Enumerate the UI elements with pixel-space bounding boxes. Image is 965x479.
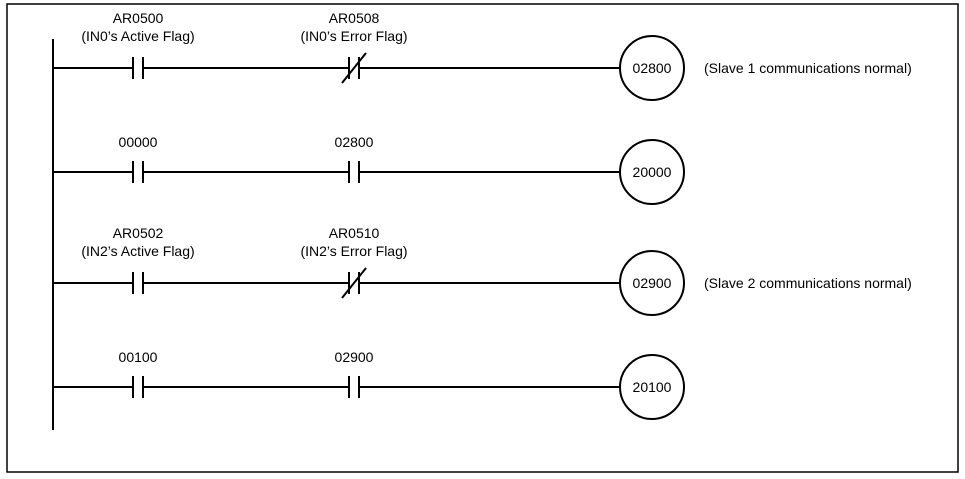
rungs-layer: AR0500 (IN0’s Active Flag) AR0508 (IN0’s Er…	[53, 10, 912, 420]
contact-address: 02800	[335, 134, 374, 150]
output-coil: 02800 (Slave 1 communications normal)	[619, 35, 912, 101]
no-contact: 02800	[335, 134, 374, 183]
contact-comment: (IN0’s Active Flag)	[81, 28, 194, 44]
coil-comment: (Slave 1 communications normal)	[704, 60, 912, 76]
coil-circle	[619, 354, 685, 420]
coil-address: 02900	[633, 275, 672, 291]
contact-address: AR0502	[113, 225, 164, 241]
nc-contact: AR0510 (IN2’s Error Flag)	[300, 225, 408, 299]
coil-comment: (Slave 2 communications normal)	[704, 275, 912, 291]
contact-comment: (IN2’s Active Flag)	[81, 243, 194, 259]
no-contact: AR0500 (IN0’s Active Flag)	[81, 10, 195, 79]
rung-2: 00000 02800 20000	[53, 134, 685, 205]
contact-slash	[341, 267, 367, 299]
no-contact: AR0502 (IN2’s Active Flag)	[81, 225, 195, 294]
contact-comment: (IN2’s Error Flag)	[300, 243, 407, 259]
rung-1: AR0500 (IN0’s Active Flag) AR0508 (IN0’s Er…	[53, 10, 912, 101]
rung-3: AR0502 (IN2’s Active Flag) AR0510 (IN2’s Er…	[53, 225, 912, 316]
figure-frame	[6, 3, 959, 473]
coil-circle	[619, 35, 685, 101]
coil-circle	[619, 139, 685, 205]
contact-address: AR0508	[329, 10, 380, 26]
contact-slash	[341, 52, 367, 84]
no-contact: 02900	[335, 349, 374, 398]
contact-address: 00000	[119, 134, 158, 150]
output-coil: 20100	[619, 354, 685, 420]
contact-address: AR0500	[113, 10, 164, 26]
no-contact: 00100	[119, 349, 158, 398]
contact-comment: (IN0’s Error Flag)	[300, 28, 407, 44]
coil-address: 02800	[633, 60, 672, 76]
nc-contact: AR0508 (IN0’s Error Flag)	[300, 10, 408, 84]
output-coil: 20000	[619, 139, 685, 205]
no-contact: 00000	[119, 134, 158, 183]
contact-address: AR0510	[329, 225, 380, 241]
coil-address: 20100	[633, 379, 672, 395]
coil-address: 20000	[633, 164, 672, 180]
rung-4: 00100 02900 20100	[53, 349, 685, 420]
coil-circle	[619, 250, 685, 316]
output-coil: 02900 (Slave 2 communications normal)	[619, 250, 912, 316]
contact-address: 02900	[335, 349, 374, 365]
contact-address: 00100	[119, 349, 158, 365]
